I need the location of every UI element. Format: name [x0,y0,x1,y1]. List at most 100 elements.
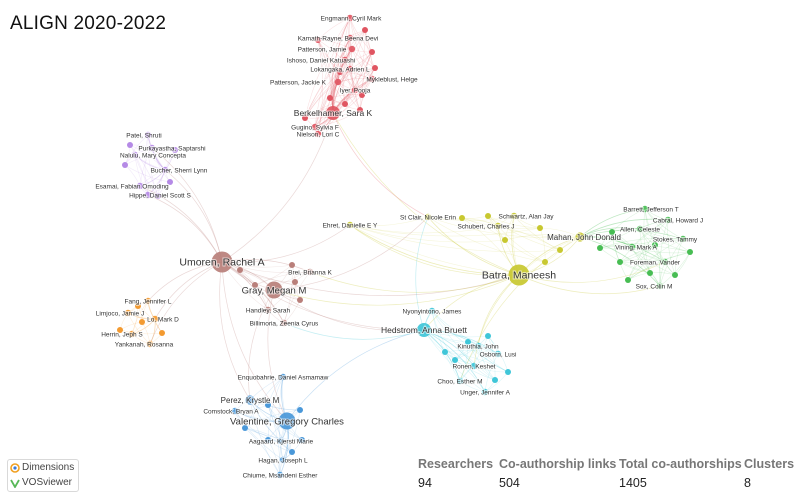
researcher-node[interactable] [609,229,615,235]
researcher-node-hagan[interactable] [279,456,287,464]
researcher-node[interactable] [357,107,363,113]
researcher-node-stclair[interactable] [424,213,432,221]
researcher-node-nielson[interactable] [314,130,322,138]
researcher-node-hippe[interactable] [144,191,152,199]
researcher-node[interactable] [297,297,303,303]
researcher-node-brei[interactable] [306,268,314,276]
researcher-node[interactable] [299,437,305,443]
researcher-node-fang[interactable] [144,297,152,305]
researcher-node-gray[interactable] [265,281,283,299]
researcher-node-berkelhamer[interactable] [326,106,340,120]
researcher-node[interactable] [289,449,295,455]
researcher-node[interactable] [502,237,508,243]
researcher-node-allen[interactable] [636,225,644,233]
researcher-node-patterson_j[interactable] [348,45,356,53]
researcher-node-yankanah[interactable] [146,340,154,348]
researcher-node-lo[interactable] [151,315,159,323]
researcher-node-schwartz[interactable] [510,212,518,220]
researcher-node[interactable] [362,27,368,33]
researcher-node[interactable] [297,407,303,413]
researcher-node-nyonyintono[interactable] [428,307,436,315]
researcher-node[interactable] [302,115,308,121]
researcher-node[interactable] [155,193,161,199]
researcher-node-mahan[interactable] [575,232,585,242]
researcher-node-patel[interactable] [144,131,152,139]
researcher-node-bucher[interactable] [161,166,169,174]
researcher-node[interactable] [625,277,631,283]
researcher-node[interactable] [242,425,248,431]
researcher-node[interactable] [342,101,348,107]
researcher-node-unger[interactable] [481,388,489,396]
researcher-node-iyer[interactable] [351,86,359,94]
researcher-node-stokes[interactable] [679,235,687,243]
researcher-node[interactable] [135,303,141,309]
researcher-node-mykleblust[interactable] [368,75,376,83]
researcher-node-choo[interactable] [456,377,464,385]
researcher-node[interactable] [537,225,543,231]
researcher-node[interactable] [557,247,563,253]
researcher-node-schubert[interactable] [494,222,502,230]
researcher-node[interactable] [172,147,178,153]
researcher-node[interactable] [127,142,133,148]
researcher-node-esamai[interactable] [136,182,144,190]
researcher-node[interactable] [369,49,375,55]
researcher-node-ehret[interactable] [346,221,354,229]
researcher-node-vining[interactable] [628,243,636,251]
researcher-node-handley[interactable] [264,306,272,314]
researcher-node[interactable] [542,259,548,265]
researcher-node[interactable] [337,69,343,75]
researcher-node-herrin[interactable] [128,330,136,338]
researcher-node-nalulu[interactable] [131,151,139,159]
researcher-node[interactable] [617,259,623,265]
researcher-node[interactable] [492,377,498,383]
researcher-node[interactable] [687,249,693,255]
researcher-node-umoren[interactable] [211,251,233,273]
researcher-node-kinuthia[interactable] [474,342,482,350]
researcher-node[interactable] [465,339,471,345]
researcher-node-purkayastha[interactable] [148,144,156,152]
researcher-node[interactable] [485,213,491,219]
researcher-node-ishoso[interactable] [341,56,349,64]
researcher-node[interactable] [265,437,271,443]
researcher-node[interactable] [139,319,145,325]
researcher-node-enquobahrie[interactable] [279,373,287,381]
researcher-node[interactable] [252,282,258,288]
researcher-node-hedstrom[interactable] [417,323,431,337]
researcher-node-ronen[interactable] [470,362,478,370]
researcher-node[interactable] [265,402,271,408]
researcher-node[interactable] [647,270,653,276]
researcher-node-osborn[interactable] [494,350,502,358]
researcher-node-cabral[interactable] [664,216,672,224]
researcher-node-comstock[interactable] [231,407,239,415]
researcher-node[interactable] [485,333,491,339]
researcher-node-engmann[interactable] [346,14,354,22]
researcher-node[interactable] [459,215,465,221]
researcher-node[interactable] [237,267,243,273]
researcher-node-kamath[interactable] [346,34,354,42]
researcher-node[interactable] [372,65,378,71]
researcher-node[interactable] [652,242,658,248]
researcher-node[interactable] [122,162,128,168]
researcher-node-foreman[interactable] [661,258,669,266]
researcher-node-chiume[interactable] [276,471,284,479]
researcher-node[interactable] [159,330,165,336]
researcher-node[interactable] [289,262,295,268]
researcher-node[interactable] [597,245,603,251]
researcher-node-patterson_jk[interactable] [334,78,342,86]
researcher-node[interactable] [315,37,321,43]
researcher-node[interactable] [672,272,678,278]
researcher-node[interactable] [505,369,511,375]
researcher-node[interactable] [117,327,123,333]
researcher-node-barrett[interactable] [641,205,649,213]
researcher-node-lokangaka[interactable] [346,65,354,73]
researcher-node[interactable] [452,357,458,363]
researcher-node-batra[interactable] [508,264,530,286]
researcher-node-aagaard[interactable] [277,437,285,445]
researcher-node-billimoria[interactable] [280,319,288,327]
researcher-node[interactable] [442,349,448,355]
researcher-node[interactable] [292,279,298,285]
researcher-node-sox[interactable] [656,282,664,290]
researcher-node-perez[interactable] [245,395,255,405]
researcher-node-guginol[interactable] [311,123,319,131]
